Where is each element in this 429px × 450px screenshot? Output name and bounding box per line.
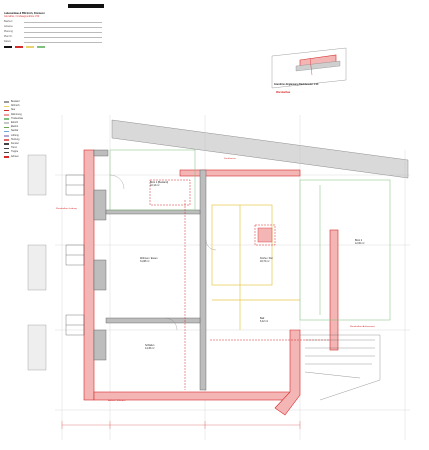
- title-block: Ladenumbau & BW Erich, Zimmerei Grundris…: [4, 4, 104, 124]
- legend-swatch: [4, 105, 9, 108]
- legend-item: Neu: [4, 108, 64, 112]
- title-row-value: [24, 35, 102, 38]
- legend-swatch: [4, 113, 9, 116]
- title-row-key: Bauherr: [4, 20, 13, 23]
- legend-item: Bestand: [4, 100, 64, 104]
- title-row-key: Datum: [4, 40, 12, 43]
- legend-swatch: [4, 155, 9, 158]
- project-title: Ladenumbau & BW Erich, Zimmerei: [4, 12, 45, 15]
- note-north: Dachfenster: [224, 158, 236, 160]
- detail-notes-heading: Wandaufbau: [276, 91, 291, 94]
- detail-inset: [271, 47, 347, 89]
- walls-existing: [93, 149, 207, 391]
- walls-new: [83, 149, 339, 416]
- legend-label: Neu: [11, 109, 16, 112]
- legend-label: Türen: [11, 147, 18, 150]
- title-row-key: Plan Nr.: [4, 35, 13, 38]
- legend-item: Dämmung: [4, 113, 64, 117]
- detail-title: Grundriss Ergänzung Dachfenster 1:10: [274, 83, 319, 86]
- title-row-value: [24, 20, 102, 23]
- title-block-header: [68, 4, 104, 8]
- legend-label: Heizung: [11, 138, 20, 141]
- legend-item: Achsen: [4, 155, 64, 159]
- legend-item: Fenster: [4, 142, 64, 146]
- legend-item: Sanitär: [4, 129, 64, 133]
- key-swatch-green: [37, 46, 45, 48]
- dimension-chain: [61, 421, 301, 429]
- title-row-value: [24, 25, 102, 28]
- legend-swatch: [4, 122, 9, 124]
- demolition-lines: [211, 204, 300, 330]
- roof-band: [111, 119, 409, 179]
- legend-label: Treppe: [11, 151, 19, 154]
- note-west: Wandaufbau Laibung: [56, 208, 77, 210]
- legend-swatch: [4, 109, 9, 112]
- legend-label: Sanitär: [11, 130, 19, 133]
- legend-label: Dämmung: [11, 113, 22, 116]
- title-row: Planung: [4, 30, 102, 33]
- detail-frame: [271, 47, 347, 89]
- legend-label: Achsen: [11, 155, 19, 158]
- room-label: Büro 1 (Bestand)22,14 m²: [150, 181, 169, 187]
- staircase: [300, 334, 381, 401]
- legend-item: Heizung: [4, 138, 64, 142]
- door-swings: [109, 174, 217, 331]
- legend-label: Fenster: [11, 143, 19, 146]
- legend-item: Elektro: [4, 125, 64, 129]
- legend-item: Lüftung: [4, 134, 64, 138]
- legend-item: Abbruch: [4, 104, 64, 108]
- section-strips: [27, 154, 47, 371]
- window-bays: [65, 174, 85, 336]
- detail-wall-existing: [295, 60, 341, 72]
- title-row: Plan Nr.: [4, 35, 102, 38]
- legend-label: Elektro: [11, 126, 19, 129]
- legend-label: Lüftung: [11, 134, 19, 137]
- note-south: Aufbau Fußboden: [108, 400, 126, 402]
- drywall-lines: [109, 149, 391, 321]
- key-swatch-black: [4, 46, 12, 48]
- title-row: Bauherr: [4, 20, 102, 23]
- legend-swatch: [4, 151, 9, 154]
- legend-label: Trockenbau: [11, 117, 24, 120]
- legend-swatch: [4, 101, 9, 103]
- legend-item: Estrich: [4, 121, 64, 125]
- legend-item: Türen: [4, 146, 64, 150]
- legend-swatch: [4, 139, 9, 141]
- legend-item: Trockenbau: [4, 117, 64, 121]
- title-row-value: [24, 30, 102, 33]
- title-row-key: Planung: [4, 30, 13, 33]
- shaft-element: [257, 227, 273, 243]
- detail-dimension: [309, 57, 313, 76]
- legend-label: Abbruch: [11, 105, 20, 108]
- title-row: Adresse: [4, 25, 102, 28]
- legend-label: Estrich: [11, 122, 19, 125]
- legend-item: Treppe: [4, 150, 64, 154]
- title-row: Datum: [4, 40, 102, 43]
- legend-label: Bestand: [11, 101, 20, 103]
- legend-swatch: [4, 134, 9, 137]
- legend-swatch: [4, 147, 9, 150]
- legend-swatch: [4, 130, 9, 133]
- legend-swatch: [4, 126, 9, 129]
- legend-swatch: [4, 143, 9, 145]
- key-swatch-yellow: [26, 46, 34, 48]
- drawing-title: Grundriss / Umbaugrundriss 1:50: [4, 15, 40, 18]
- color-key-strip: [4, 46, 102, 48]
- title-row-key: Adresse: [4, 25, 13, 28]
- key-swatch-red: [15, 46, 23, 48]
- title-row-value: [24, 40, 102, 43]
- legend-swatch: [4, 118, 9, 120]
- note-east: Wandaufbau Außenwand: [350, 326, 375, 328]
